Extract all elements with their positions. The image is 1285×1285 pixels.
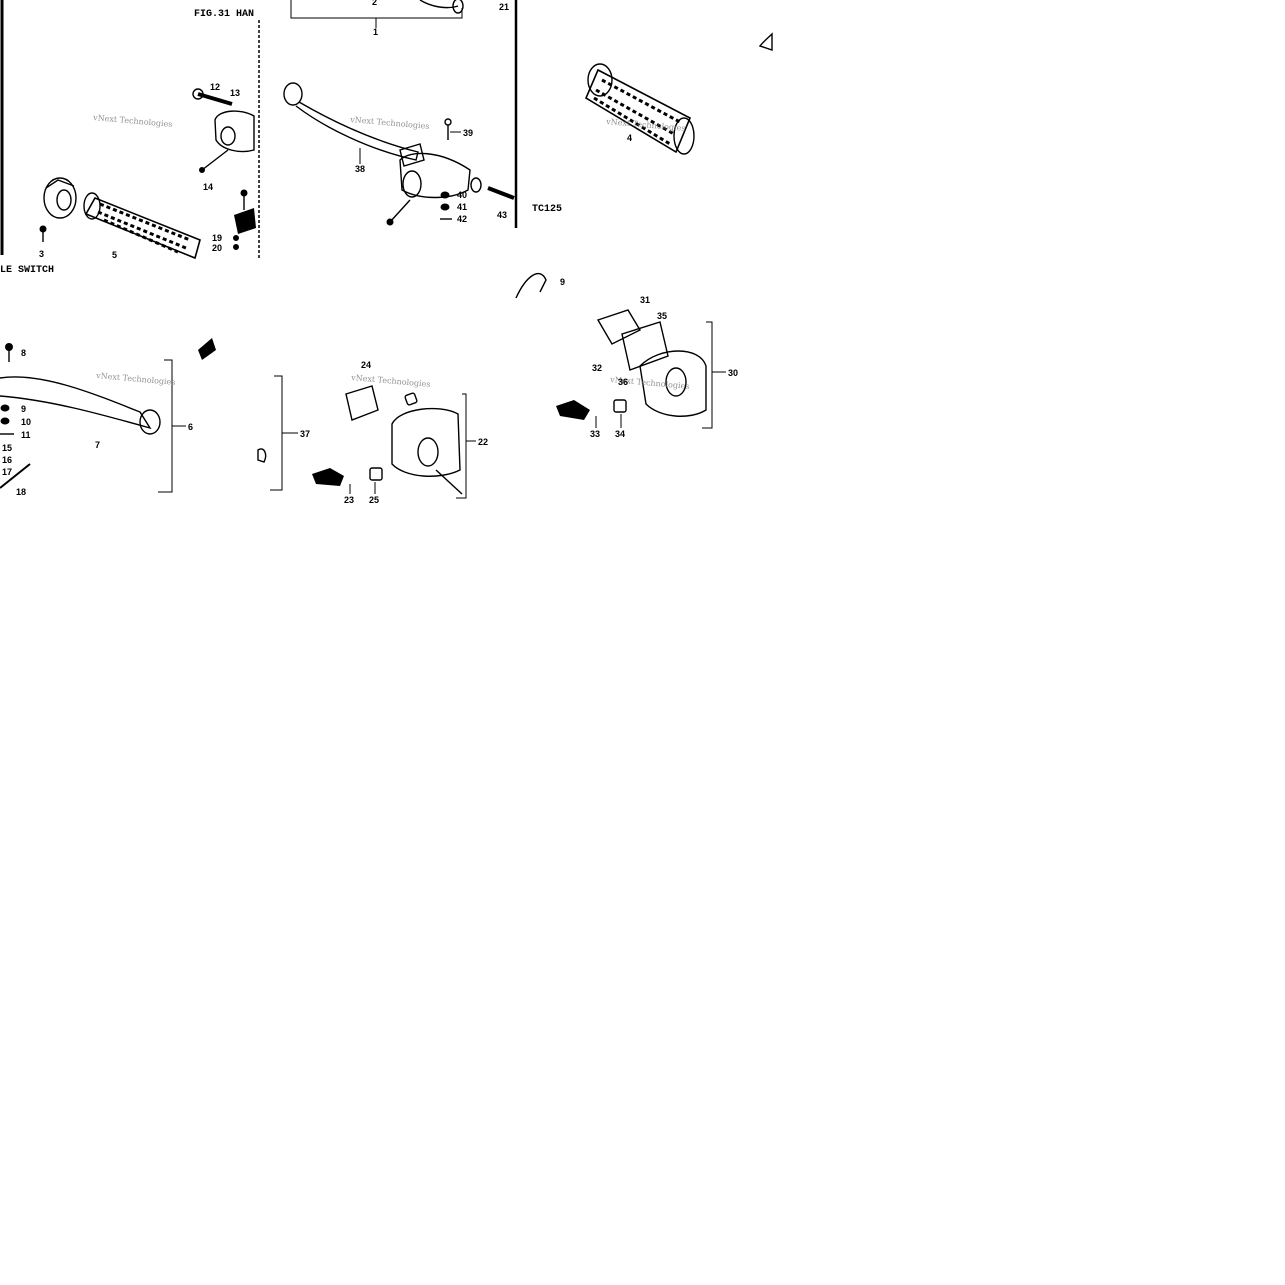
cable-end-fragment <box>198 338 216 360</box>
throttle-grip-part <box>83 192 201 260</box>
callout-24: 24 <box>361 360 371 370</box>
watermark: vNext Technologies <box>350 373 431 389</box>
code-label: TC125 <box>532 204 562 215</box>
callout-29: 31 <box>640 295 650 305</box>
callout-11: 11 <box>21 430 31 440</box>
callout-33: 35 <box>657 311 667 321</box>
right-switch-housing-part <box>596 309 707 417</box>
callout-20: 20 <box>212 243 222 253</box>
callout-7: 7 <box>95 440 100 450</box>
callout-17: 17 <box>2 467 12 477</box>
callout-22: 22 <box>478 437 488 447</box>
left-switch-bracket <box>270 375 476 499</box>
callout-39: 41 <box>457 202 467 212</box>
callout-13: 13 <box>230 88 240 98</box>
callout-4: 4 <box>627 133 632 143</box>
throttle-housing-part <box>192 88 255 173</box>
edge-fragment-top-right <box>758 32 773 51</box>
lever-assembly-bracket <box>158 359 186 493</box>
callout-9b: 9 <box>560 277 565 287</box>
callout-8: 8 <box>21 348 26 358</box>
watermark: vNext Technologies <box>95 371 176 387</box>
callout-2: 2 <box>372 0 377 7</box>
right-grip-part <box>584 63 695 155</box>
callout-5: 5 <box>112 250 117 260</box>
watermark: vNext Technologies <box>92 113 173 129</box>
callout-9: 9 <box>21 404 26 414</box>
brake-lever-holder-part <box>386 152 471 226</box>
callout-31: 33 <box>590 429 600 439</box>
callout-6: 6 <box>188 422 193 432</box>
right-switch-small-parts <box>515 273 627 420</box>
callout-37: 39 <box>463 128 473 138</box>
switch-knob-parts <box>312 385 418 486</box>
watermark: vNext Technologies <box>349 115 430 131</box>
callout-10: 10 <box>21 417 31 427</box>
callout-15: 15 <box>2 443 12 453</box>
callout-41: 43 <box>497 210 507 220</box>
clutch-small-parts <box>0 343 31 489</box>
callout-19: 19 <box>212 233 222 243</box>
assembly-bracket-1 <box>290 0 464 28</box>
callout-30: 32 <box>592 363 602 373</box>
callout-1: 1 <box>373 27 378 37</box>
brake-lever-part <box>283 82 425 167</box>
pivot-bolt-part <box>444 118 452 140</box>
screw-part-3 <box>39 225 47 242</box>
scan-borders <box>0 0 518 258</box>
callout-32: 34 <box>615 429 625 439</box>
callout-16: 16 <box>2 455 12 465</box>
section-label: LE SWITCH <box>0 265 54 276</box>
callout-21: 21 <box>499 2 509 12</box>
cable-adjuster-part <box>233 189 256 250</box>
callout-18: 18 <box>16 487 26 497</box>
callout-23: 23 <box>344 495 354 505</box>
right-switch-bracket <box>702 321 726 429</box>
left-switch-housing-part <box>391 407 463 495</box>
callout-35: 37 <box>300 429 310 439</box>
edge-fragment-left <box>257 448 267 463</box>
callout-34: 36 <box>618 377 628 387</box>
callout-layer: 2 1 21 12 13 14 19 20 39 38 40 41 42 43 … <box>2 0 738 505</box>
callout-36: 38 <box>355 164 365 174</box>
callout-28: 30 <box>728 368 738 378</box>
lever-washers-part <box>440 177 515 220</box>
clutch-lever-part <box>0 376 161 435</box>
callout-38: 40 <box>457 190 467 200</box>
figure-label: FIG.31 HAN <box>194 9 254 20</box>
grip-end-cap-part <box>43 177 77 219</box>
callout-12: 12 <box>210 82 220 92</box>
callout-3: 3 <box>39 249 44 259</box>
callout-40: 42 <box>457 214 467 224</box>
callout-14: 14 <box>203 182 213 192</box>
callout-25: 25 <box>369 495 379 505</box>
